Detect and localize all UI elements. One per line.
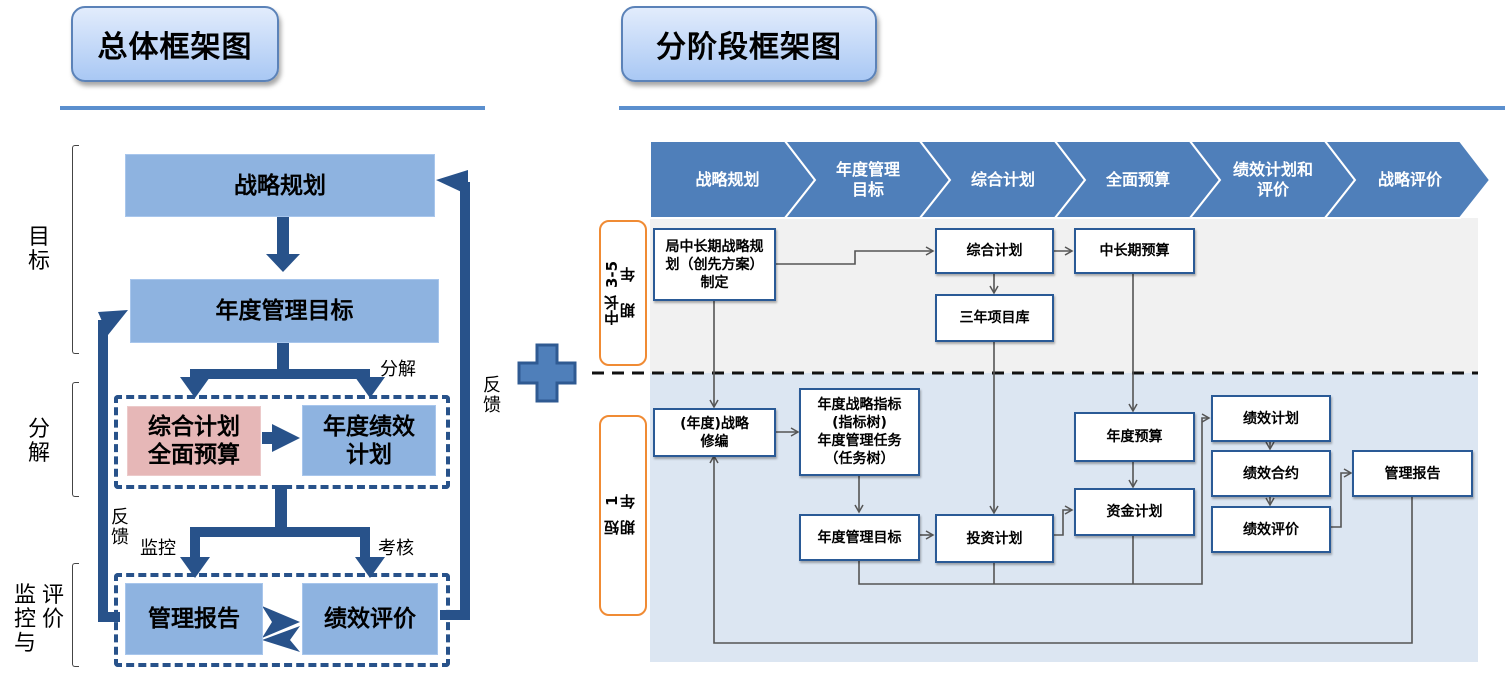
stage-label-3: 综合计划 xyxy=(970,169,1035,189)
box-mid-long-budget: 中长期预算 xyxy=(1074,228,1195,274)
box-mgmt-report: 管理报告 xyxy=(125,583,263,655)
arrow-report-to-eval xyxy=(262,606,300,638)
box-annual-strategy-revision: (年度)战略 修编 xyxy=(653,408,776,457)
decompose-bracket xyxy=(72,382,79,497)
box-perf-plan: 绩效计划 xyxy=(1211,395,1331,442)
box-three-year-project: 三年项目库 xyxy=(935,294,1054,342)
arrow-decompose-left-head xyxy=(180,377,210,398)
overall-framework-title: 总体框架图 xyxy=(71,6,279,82)
box-integrated-plan-budget: 综合计划 全面预算 xyxy=(127,406,261,476)
short-term-zone xyxy=(650,373,1478,662)
arrow-feedback-right-head xyxy=(436,170,468,195)
stage-label-5: 绩效计划和 评价 xyxy=(1232,159,1313,199)
label-decompose: 分解 xyxy=(380,359,416,380)
monitor-bracket xyxy=(72,563,79,667)
arrow-assess-head xyxy=(355,557,385,578)
label-feedback-left: 反馈 xyxy=(111,507,129,548)
box-perf-evaluation: 绩效评价 xyxy=(302,583,438,655)
arrow-decompose-right-head xyxy=(355,377,385,398)
phase-tag-long xyxy=(599,220,647,366)
box-annual-budget: 年度预算 xyxy=(1074,412,1195,462)
chevron-stage-6 xyxy=(1322,140,1492,219)
box-investment-plan: 投资计划 xyxy=(935,514,1054,563)
monitor-group xyxy=(114,573,450,667)
label-feedback-right: 反馈 xyxy=(483,375,501,416)
left-title-rule xyxy=(60,106,485,110)
box-strategy-planning: 战略规划 xyxy=(125,154,435,217)
stage-label-4: 全面预算 xyxy=(1105,169,1170,189)
stage-label-6: 战略评价 xyxy=(1377,169,1442,189)
phased-framework-title: 分阶段框架图 xyxy=(621,6,877,82)
arrow-strategy-to-goal-shaft xyxy=(277,217,289,257)
box-annual-indicators: 年度战略指标 (指标树) 年度管理任务 （任务树） xyxy=(799,388,920,476)
box-mgmt-report-r: 管理报告 xyxy=(1352,450,1473,497)
box-fund-plan: 资金计划 xyxy=(1074,488,1195,536)
long-term-zone xyxy=(650,218,1478,373)
box-integrated-plan: 综合计划 xyxy=(935,228,1054,274)
decompose-group xyxy=(114,395,450,489)
box-long-strategy: 局中长期战略规 划（创先方案） 制定 xyxy=(653,228,776,301)
phase-tag-short xyxy=(599,415,647,616)
side-label-monitor: 监控与 xyxy=(13,583,36,656)
label-assess: 考核 xyxy=(378,538,414,559)
stage-label-1: 战略规划 xyxy=(695,169,760,189)
arrow-strategy-to-goal-head xyxy=(266,254,300,272)
box-annual-mgmt-goal: 年度管理目标 xyxy=(130,279,439,343)
side-label-eval: 评价 xyxy=(41,583,64,632)
box-perf-contract: 绩效合约 xyxy=(1211,450,1331,497)
plus-icon xyxy=(517,343,577,403)
box-annual-perf-plan: 年度绩效 计划 xyxy=(302,405,436,476)
stage-label-2: 年度管理 目标 xyxy=(835,159,900,199)
right-title-rule xyxy=(619,106,1505,110)
arrow-plan-to-perf-head xyxy=(272,424,300,452)
box-annual-mgmt-goal-r: 年度管理目标 xyxy=(799,514,920,561)
side-label-goal: 目标 xyxy=(27,225,50,274)
arrow-monitor-head xyxy=(180,557,210,578)
side-label-monitor-eval: 评价 监控与 xyxy=(12,584,68,656)
goal-bracket xyxy=(72,145,79,354)
label-monitor: 监控 xyxy=(140,538,176,559)
box-perf-eval: 绩效评价 xyxy=(1211,506,1331,553)
arrow-feedback-left-head xyxy=(98,310,128,335)
arrow-eval-to-report xyxy=(262,626,300,652)
left-arrows xyxy=(98,170,470,652)
side-label-decompose: 分解 xyxy=(27,417,50,466)
